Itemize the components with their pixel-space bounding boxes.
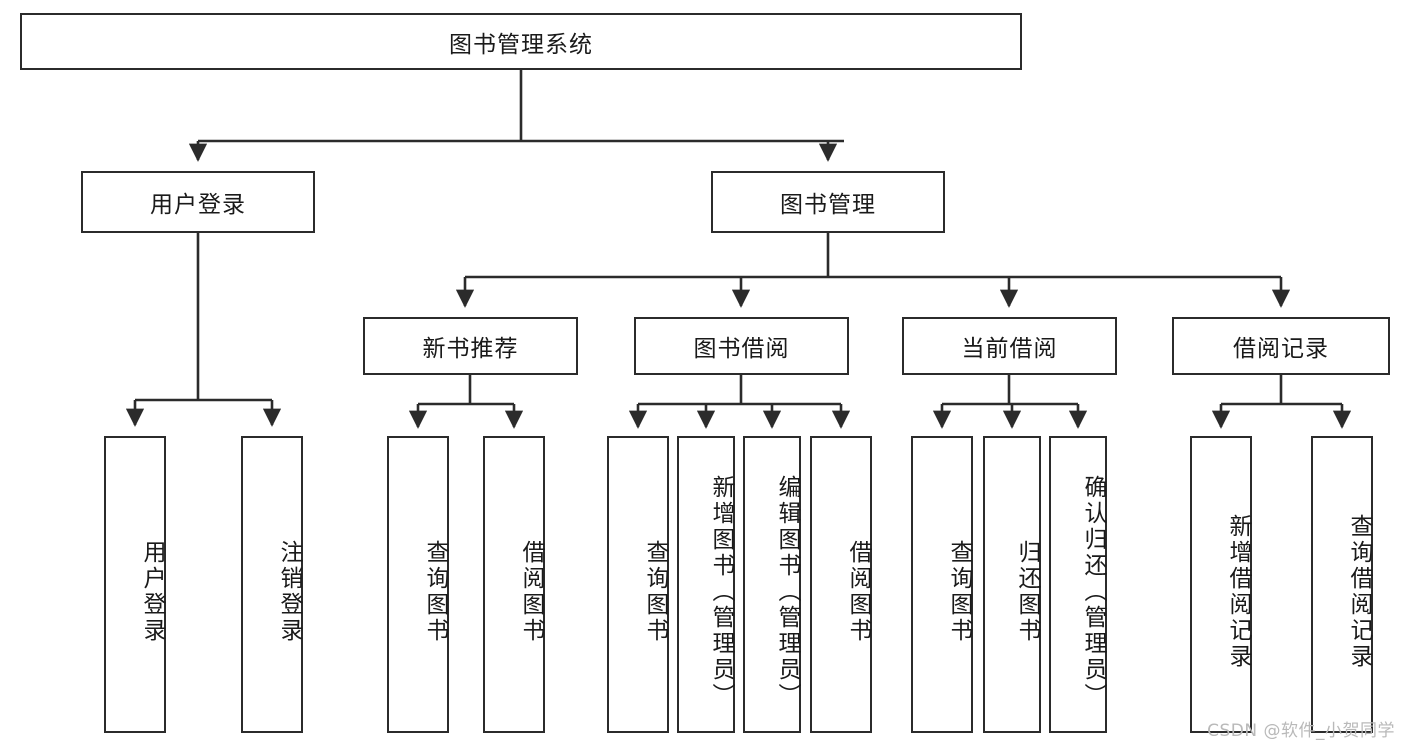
node-leaf-borrow-book-rec-label: 借阅图书 [518,539,544,644]
node-leaf-return-book-label: 归还图书 [1014,539,1040,644]
node-root-label: 图书管理系统 [449,31,593,58]
node-leaf-borrow-book-label: 借阅图书 [845,539,871,644]
node-leaf-query-borrow-record[interactable]: 查询借阅记录 [1311,436,1373,733]
node-leaf-borrow-book[interactable]: 借阅图书 [810,436,872,733]
node-leaf-edit-book-label: 编辑图书（管理员） [774,474,800,709]
node-book-borrow-label: 图书借阅 [693,336,790,362]
node-new-book-recommend-label: 新书推荐 [422,336,519,362]
node-leaf-query-book-borrow[interactable]: 查询图书 [607,436,669,733]
node-user-login[interactable]: 用户登录 [81,171,315,233]
node-leaf-add-book[interactable]: 新增图书（管理员） [677,436,735,733]
node-user-login-label: 用户登录 [150,192,246,218]
node-book-borrow[interactable]: 图书借阅 [634,317,849,375]
node-leaf-add-borrow-record-label: 新增借阅记录 [1225,513,1251,670]
node-leaf-logout-label: 注销登录 [276,539,302,644]
node-leaf-query-book-current[interactable]: 查询图书 [911,436,973,733]
node-leaf-borrow-book-rec[interactable]: 借阅图书 [483,436,545,733]
node-leaf-return-book[interactable]: 归还图书 [983,436,1041,733]
node-borrow-record[interactable]: 借阅记录 [1172,317,1390,375]
node-leaf-query-borrow-record-label: 查询借阅记录 [1346,513,1372,670]
node-new-book-recommend[interactable]: 新书推荐 [363,317,578,375]
node-borrow-record-label: 借阅记录 [1233,336,1329,362]
node-leaf-query-book-rec[interactable]: 查询图书 [387,436,449,733]
node-book-management[interactable]: 图书管理 [711,171,945,233]
node-root[interactable]: 图书管理系统 [20,13,1022,70]
node-current-borrow-label: 当前借阅 [961,336,1058,362]
node-leaf-user-login-label: 用户登录 [139,539,165,644]
node-leaf-query-book-borrow-label: 查询图书 [642,539,668,644]
node-book-management-label: 图书管理 [780,192,876,218]
node-leaf-query-book-current-label: 查询图书 [946,539,972,644]
node-leaf-add-borrow-record[interactable]: 新增借阅记录 [1190,436,1252,733]
node-leaf-edit-book[interactable]: 编辑图书（管理员） [743,436,801,733]
node-leaf-confirm-return-label: 确认归还（管理员） [1080,474,1106,709]
node-current-borrow[interactable]: 当前借阅 [902,317,1117,375]
node-leaf-logout[interactable]: 注销登录 [241,436,303,733]
watermark: CSDN @软件_小贺同学 [1207,721,1395,741]
node-leaf-add-book-label: 新增图书（管理员） [708,474,734,709]
node-leaf-query-book-rec-label: 查询图书 [422,539,448,644]
node-leaf-confirm-return[interactable]: 确认归还（管理员） [1049,436,1107,733]
node-leaf-user-login[interactable]: 用户登录 [104,436,166,733]
